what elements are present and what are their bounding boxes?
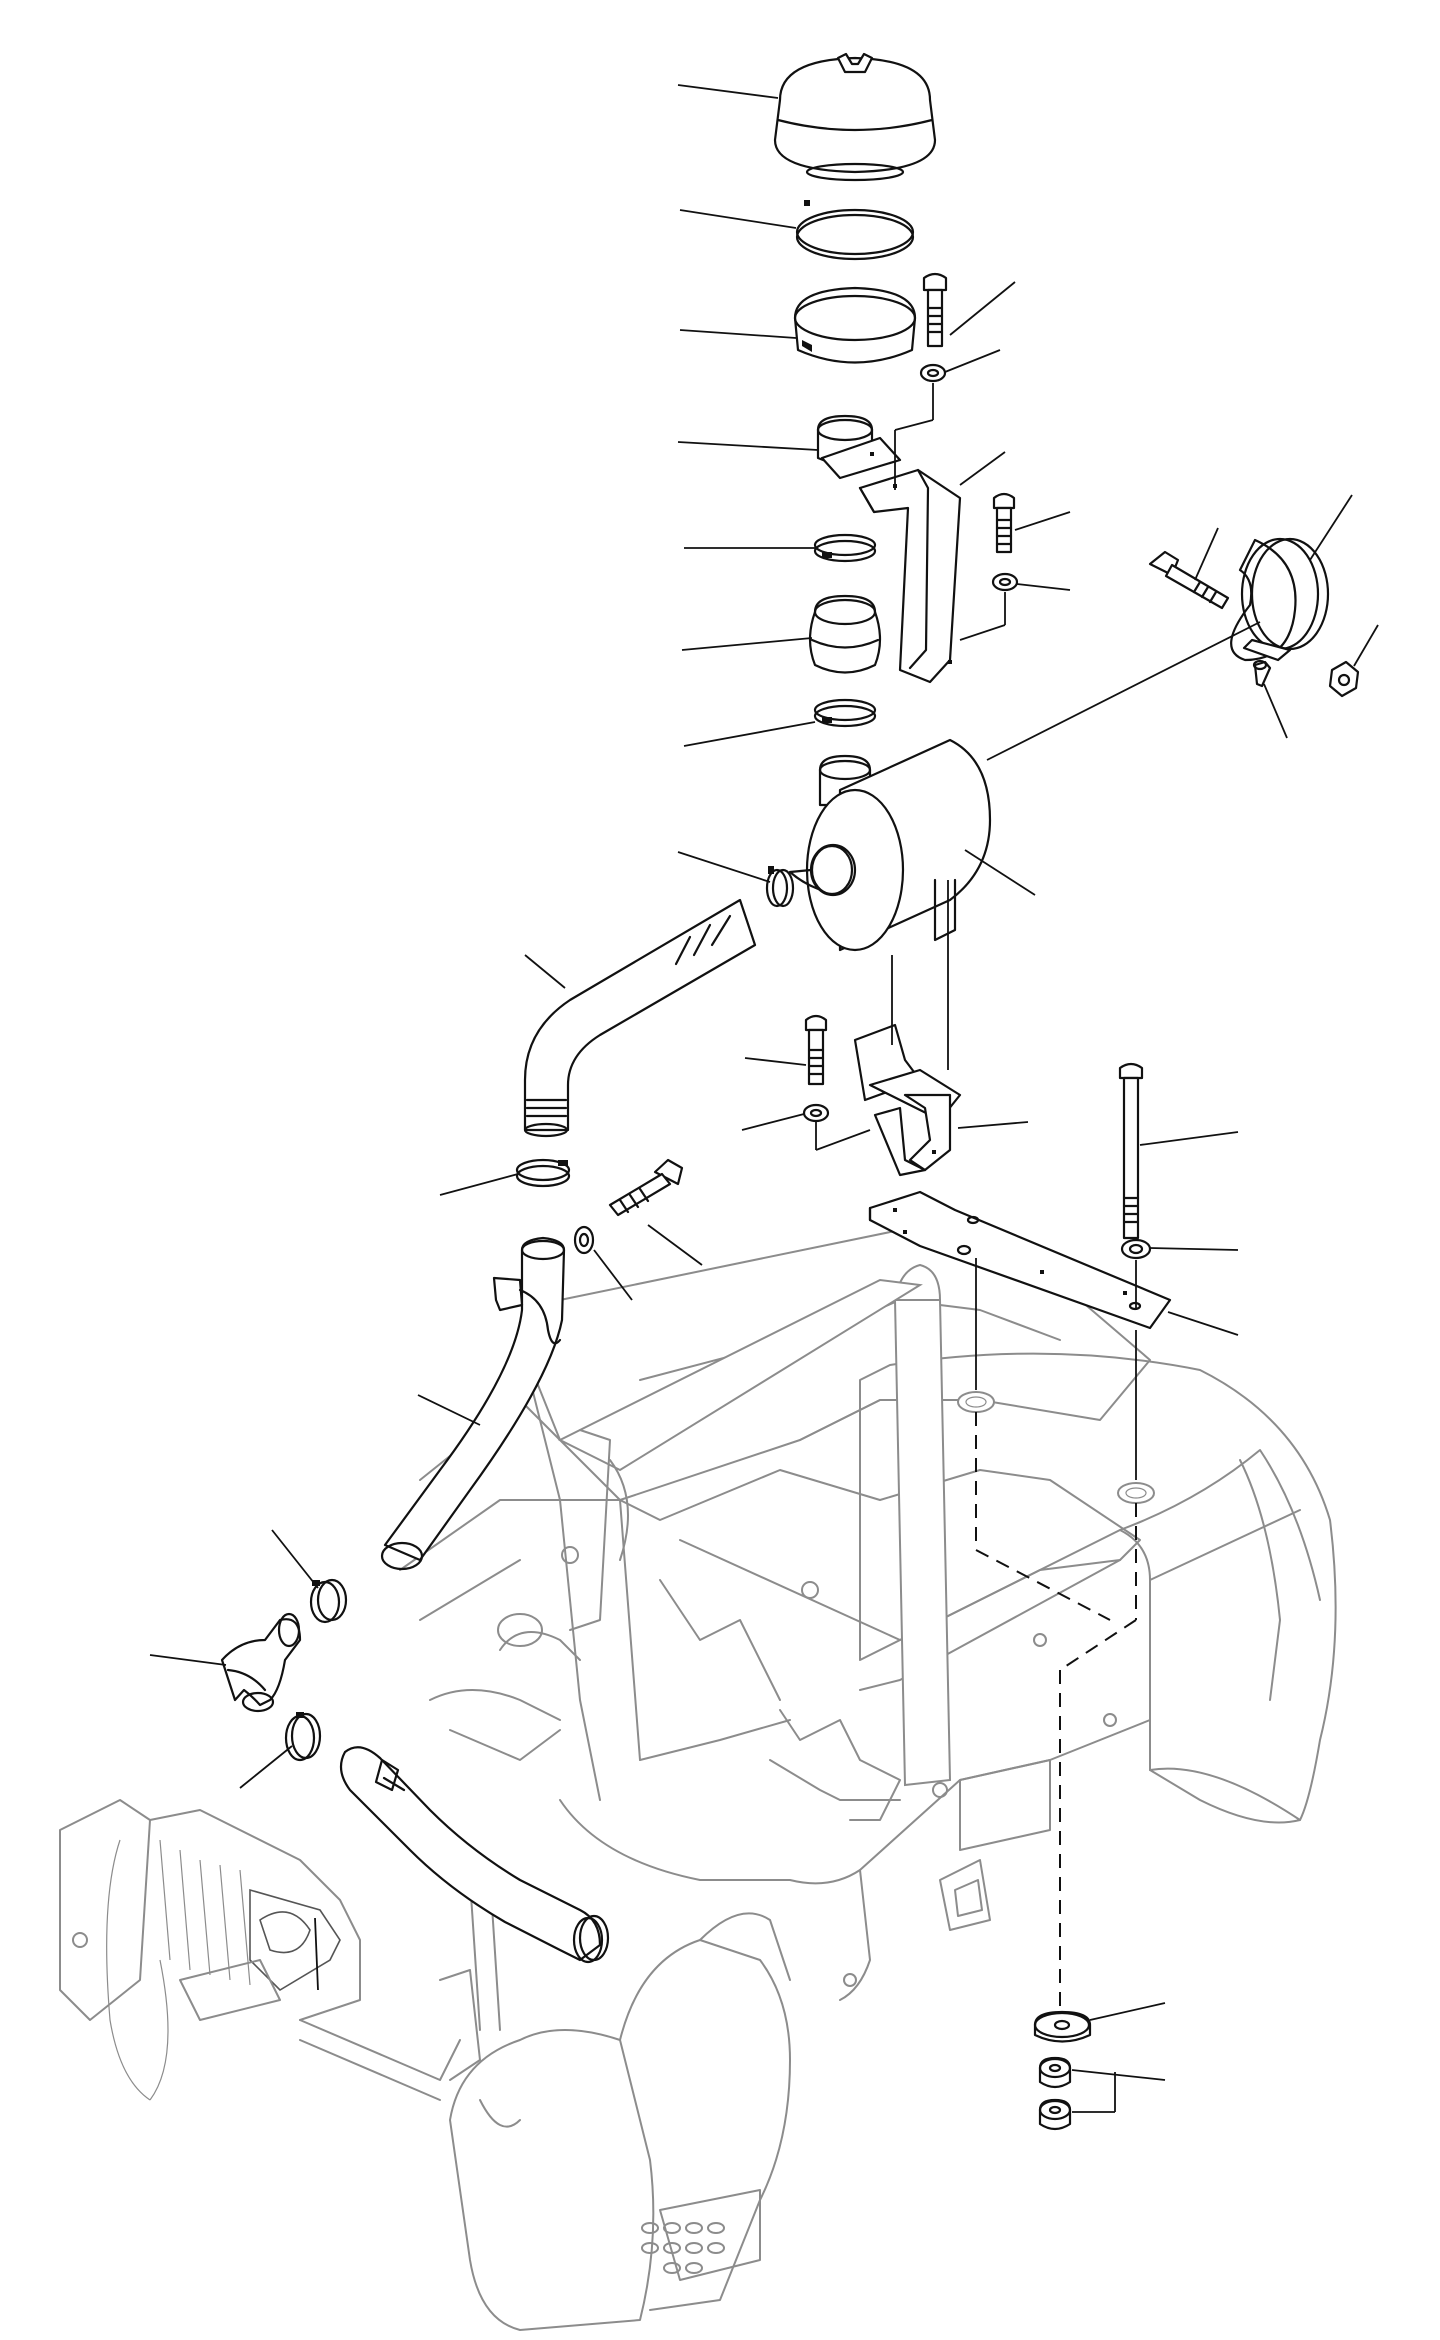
nut-2 <box>1038 2098 1072 2131</box>
clamp-ring <box>795 200 915 261</box>
step-holes <box>641 2222 725 2274</box>
leader-outlet-clamp <box>677 851 771 883</box>
callout-leaders <box>149 84 1379 2113</box>
leader-mount <box>1089 2002 1166 2021</box>
assembly-lines <box>815 383 1261 2010</box>
air-cleaner-body <box>788 738 992 952</box>
leader-washer-lower <box>741 1113 805 1131</box>
hose-clamp-2 <box>813 698 877 728</box>
leader-body <box>964 849 1036 896</box>
leader-plate <box>1167 1311 1239 1336</box>
bolt-upper <box>922 272 948 348</box>
leader-elbow-clamp-1 <box>271 1529 319 1589</box>
leader-saddle <box>957 1121 1029 1129</box>
leader-pipe-clamp <box>439 1173 519 1196</box>
leader-ring <box>679 209 797 229</box>
mounting-band <box>1230 537 1330 662</box>
pipe-top-clamp <box>515 1158 571 1188</box>
leader-nuts <box>1071 2069 1166 2081</box>
leader-washer-mid <box>1016 583 1071 591</box>
outlet-clamp <box>765 866 795 908</box>
washer-long-bolt <box>1120 1238 1152 1260</box>
leader-coupler <box>681 637 813 651</box>
leader-long-washer <box>1149 1247 1239 1251</box>
washer-side <box>573 1225 595 1255</box>
lower-saddle-bracket <box>853 1023 962 1177</box>
leader-bolt-mid <box>1014 511 1071 531</box>
intake-hose-upper <box>523 898 757 1138</box>
leader-long-bolt <box>1139 1131 1239 1146</box>
intake-pipe <box>380 1236 566 1571</box>
leader-hose <box>524 954 566 989</box>
leader-bolt-lower <box>744 1057 807 1066</box>
rubber-mount <box>1033 2010 1092 2043</box>
band-bolt <box>1148 550 1230 610</box>
leader-elbow-clamp-2 <box>239 1745 293 1789</box>
band-screw <box>1252 659 1272 688</box>
leader-elbow <box>149 1654 227 1666</box>
leader-turbo-hose <box>314 1917 319 1991</box>
washer-upper <box>919 363 947 383</box>
nut-1 <box>1038 2056 1072 2089</box>
air-cleaner-cap <box>773 52 937 182</box>
leader-clamp-2 <box>683 721 816 747</box>
leader-cap <box>677 84 779 99</box>
inlet-adapter <box>816 414 902 480</box>
leader-bracket <box>959 451 1006 486</box>
bolt-lower <box>804 1014 828 1086</box>
leader-mount-band <box>1309 494 1353 561</box>
elbow-clamp-lower <box>284 1712 322 1762</box>
lower-hose <box>339 1746 610 1964</box>
washer-mid <box>991 572 1019 592</box>
leader-bolt-side <box>647 1224 703 1266</box>
leader-adapter <box>677 441 819 451</box>
leader-band <box>679 329 797 339</box>
leader-washer-upper <box>944 349 1001 373</box>
washer-lower <box>802 1103 830 1123</box>
machine-frame <box>59 1229 1337 2331</box>
leader-band-bolt <box>1194 527 1219 581</box>
leader-nut <box>1353 624 1379 667</box>
frame-grommets <box>957 1391 1155 1504</box>
support-bracket <box>858 468 962 684</box>
elbow-hose <box>220 1612 302 1713</box>
leader-washer-side <box>593 1249 633 1301</box>
leader-pipe <box>417 1394 481 1426</box>
hose-clamp-1 <box>813 533 877 563</box>
rubber-coupler <box>808 594 882 674</box>
leader-screw <box>1263 683 1288 739</box>
dust-band <box>793 286 917 364</box>
bolt-side <box>608 1158 684 1217</box>
elbow-clamp-upper <box>309 1578 348 1624</box>
long-bolt <box>1118 1062 1144 1240</box>
leader-bolt-upper <box>949 281 1016 336</box>
mounting-plate <box>868 1190 1172 1330</box>
bolt-mid <box>992 492 1016 554</box>
band-nut <box>1328 660 1360 698</box>
